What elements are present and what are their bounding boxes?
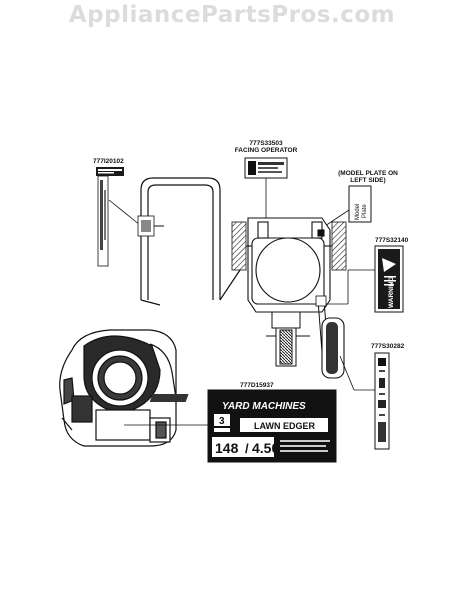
warning-text: WARNING — [388, 277, 395, 308]
callout-top-decal-caption: FACING OPERATOR — [234, 147, 298, 154]
main-decal-brand: YARD MACHINES — [222, 401, 306, 412]
engine-deck — [246, 217, 332, 313]
callout-bottom-right-decal: 777S30282 — [371, 343, 405, 350]
main-decal: YARD MACHINES 3 LAWN EDGER 148 / 4.50 — [149, 389, 337, 463]
left-decal-strip — [96, 167, 124, 267]
main-decal-spec-right: 4.50 — [252, 440, 279, 456]
engine-closeup — [59, 329, 177, 447]
callout-main-decal: 777D15937 — [240, 382, 274, 389]
top-decal — [244, 157, 288, 179]
callout-warning-decal: 777S32140 — [375, 237, 409, 244]
model-plate: Model Plate — [348, 185, 372, 223]
right-wheel — [331, 221, 347, 271]
main-decal-spec-sep: / — [245, 441, 249, 456]
callout-top-decal: 777S33503 — [249, 140, 283, 147]
bottom-right-decal-strip — [374, 352, 390, 450]
watermark: AppliancePartsPros.com — [68, 2, 396, 28]
main-decal-speed-number: 3 — [219, 416, 225, 427]
main-decal-spec-left: 148 — [215, 440, 239, 456]
callout-model-note-line1: (MODEL PLATE ON — [338, 170, 398, 177]
warning-decal: WARNING — [374, 245, 404, 313]
callout-model-note-line2: LEFT SIDE) — [350, 177, 386, 184]
callout-left-decal: 777I20102 — [93, 158, 124, 165]
left-wheel — [231, 221, 247, 271]
edger-blade-guard — [315, 295, 345, 379]
main-decal-product: LAWN EDGER — [254, 421, 316, 431]
model-plate-line2: Plate — [362, 204, 368, 218]
model-plate-line1: Model — [355, 204, 361, 220]
handle — [140, 177, 241, 306]
shaft-assembly — [266, 299, 329, 367]
